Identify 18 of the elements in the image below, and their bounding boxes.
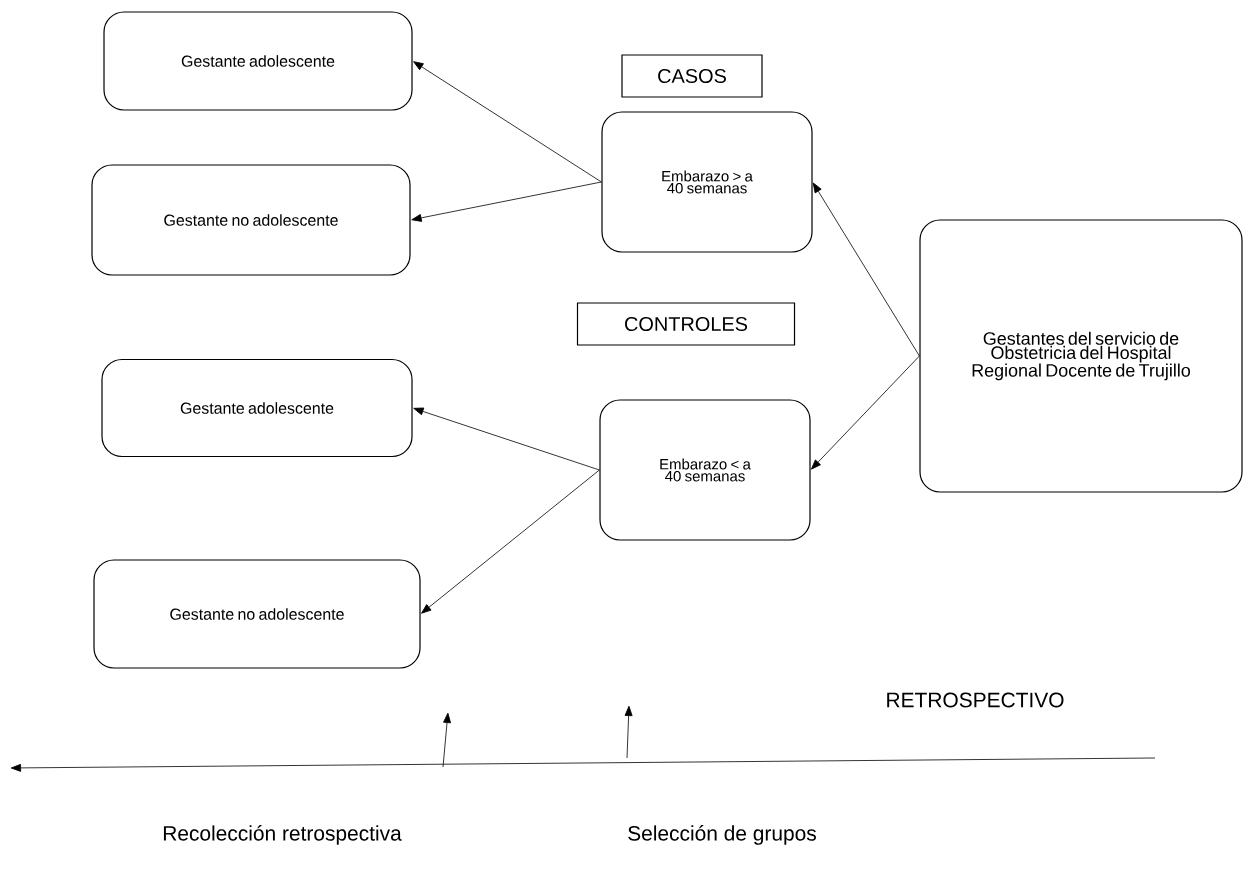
rounded-box: Gestante adolescente [103,11,413,111]
arrow [413,61,602,183]
rounded-box: Embarazo > a 40 semanas [601,111,813,253]
arrow [411,181,602,222]
rounded-box: Embarazo < a 40 semanas [599,399,811,541]
rounded-box: Gestante no adolescente [93,559,421,669]
arrow [812,182,920,357]
timeline-label: Selección de grupos [628,825,816,845]
timeline-label: RETROSPECTIVO [887,692,1064,708]
label-box: CASOS [621,54,763,98]
timeline-label: Recolección retrospectiva [163,825,402,845]
rounded-box: Gestante adolescente [101,358,413,458]
arrow [421,469,600,614]
rounded-box: Gestantes del servicio de Obstetricia del Hospital Regional Docente de Trujillo [919,219,1243,493]
label-box: CONTROLES [576,302,796,346]
arrow [413,407,600,471]
arrow [811,355,920,470]
rounded-box: Gestante no adolescente [91,164,411,276]
